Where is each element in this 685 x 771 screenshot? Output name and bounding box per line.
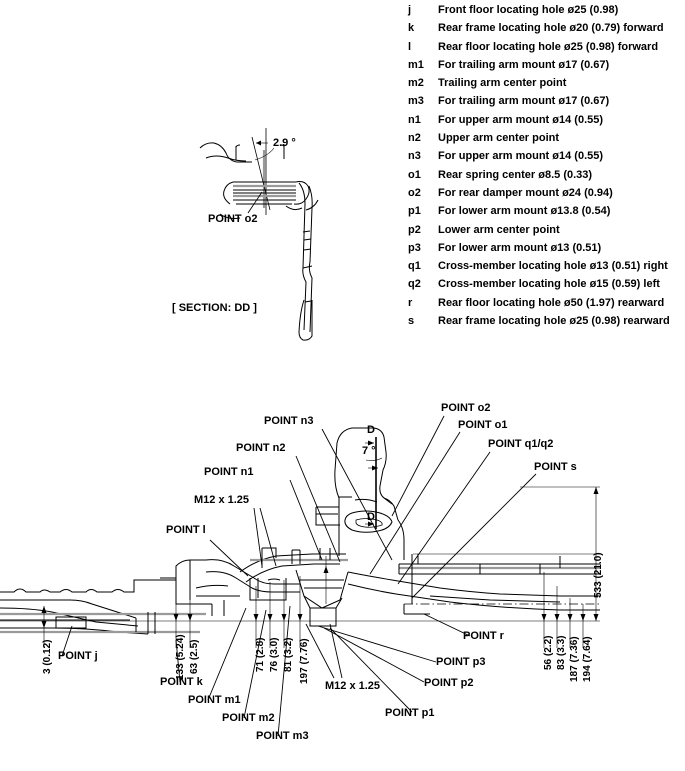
dimension-194: 194 (7.64) (582, 636, 593, 682)
legend-description: Trailing arm center point (438, 77, 567, 90)
section-angle-label: 2.9 ° (273, 137, 296, 149)
legend-key: p3 (408, 241, 421, 254)
legend-description: Cross-member locating hole ø15 (0.59) le… (438, 278, 660, 291)
dimension-56: 56 (2.2) (543, 635, 554, 670)
main-label-point-m1: POINT m1 (188, 694, 241, 706)
section-mark-d-top: D (367, 424, 375, 436)
section-mark-d-bottom: D (367, 511, 375, 523)
dimension-63: 63 (2.5) (189, 639, 200, 674)
legend-key: q2 (408, 278, 421, 291)
main-label-point-r: POINT r (463, 630, 504, 642)
legend-row: p2 Lower arm center point (408, 224, 685, 242)
legend-key: o1 (408, 168, 421, 181)
legend-key: p2 (408, 223, 421, 236)
main-label-point-o1: POINT o1 (458, 419, 508, 431)
main-label-point-k: POINT k (160, 676, 203, 688)
legend-description: Rear floor locating hole ø50 (1.97) rear… (438, 296, 665, 309)
legend-key: p1 (408, 205, 421, 218)
main-label-point-s: POINT s (534, 461, 577, 473)
dimension-187: 187 (7.36) (569, 636, 580, 682)
legend-key: m2 (408, 77, 424, 90)
section-point-o2-label: POINT o2 (208, 213, 258, 225)
legend-description: Lower arm center point (438, 223, 560, 236)
legend-row: n1 For upper arm mount ø14 (0.55) (408, 114, 685, 132)
legend-description: For trailing arm mount ø17 (0.67) (438, 95, 610, 108)
legend-description: For rear damper mount ø24 (0.94) (438, 186, 613, 199)
main-label-point-m2: POINT m2 (222, 712, 275, 724)
legend-row: q2 Cross-member locating hole ø15 (0.59)… (408, 278, 685, 296)
legend-row: q1 Cross-member locating hole ø13 (0.51)… (408, 260, 685, 278)
dimension-197: 197 (7.76) (299, 638, 310, 684)
section-dd-title: [ SECTION: DD ] (172, 302, 257, 314)
dimension-533: 533 (21.0) (593, 552, 604, 598)
main-label-point-p1: POINT p1 (385, 707, 435, 719)
legend-row: o1 Rear spring center ø8.5 (0.33) (408, 169, 685, 187)
legend-row: r Rear floor locating hole ø50 (1.97) re… (408, 297, 685, 315)
main-label-point-j: POINT j (58, 650, 98, 662)
legend-row: n2 Upper arm center point (408, 132, 685, 150)
legend-key: s (408, 315, 415, 328)
main-label-thread-center: M12 x 1.25 (325, 680, 381, 692)
legend-description: For lower arm mount ø13 (0.51) (438, 241, 602, 254)
legend-description: Front floor locating hole ø25 (0.98) (438, 4, 619, 16)
legend-description: For upper arm mount ø14 (0.55) (438, 113, 604, 126)
legend-description: For trailing arm mount ø17 (0.67) (438, 58, 610, 71)
legend-key: m1 (408, 58, 424, 71)
main-angle-label: 7 ° (362, 445, 376, 457)
legend-description: Rear floor locating hole ø25 (0.98) forw… (438, 40, 659, 53)
main-label-point-q: POINT q1/q2 (488, 438, 554, 450)
legend-key: l (408, 40, 412, 53)
legend-row: n3 For upper arm mount ø14 (0.55) (408, 150, 685, 168)
legend-row: s Rear frame locating hole ø25 (0.98) re… (408, 315, 685, 333)
legend-key: k (408, 22, 415, 35)
legend-key: j (408, 4, 412, 16)
legend-description: Cross-member locating hole ø13 (0.51) ri… (438, 260, 668, 273)
main-label-point-l: POINT l (166, 524, 206, 536)
legend-key: o2 (408, 186, 421, 199)
dimension-76: 76 (3.0) (269, 637, 280, 672)
legend-row: m1 For trailing arm mount ø17 (0.67) (408, 59, 685, 77)
legend-description: Rear frame locating hole ø20 (0.79) forw… (438, 22, 664, 35)
legend-description: For lower arm mount ø13.8 (0.54) (438, 205, 611, 218)
legend-row: l Rear floor locating hole ø25 (0.98) fo… (408, 41, 685, 59)
legend-description: For upper arm mount ø14 (0.55) (438, 150, 604, 163)
main-label-point-o2: POINT o2 (441, 402, 491, 414)
dimension-133: 133 (5.24) (175, 634, 186, 680)
legend-row: k Rear frame locating hole ø20 (0.79) fo… (408, 22, 685, 40)
legend-key: n2 (408, 132, 421, 145)
main-label-point-p2: POINT p2 (424, 677, 474, 689)
legend-key: r (408, 296, 413, 309)
legend-row: o2 For rear damper mount ø24 (0.94) (408, 187, 685, 205)
legend-row: p1 For lower arm mount ø13.8 (0.54) (408, 205, 685, 223)
main-label-thread-left: M12 x 1.25 (194, 494, 250, 506)
legend-key: n3 (408, 150, 421, 163)
legend-description: Upper arm center point (438, 132, 560, 145)
legend-description: Rear frame locating hole ø25 (0.98) rear… (438, 315, 670, 328)
dimension-71: 71 (2.8) (255, 637, 266, 672)
legend-key: q1 (408, 260, 421, 273)
legend-list: j Front floor locating hole ø25 (0.98) k… (408, 4, 685, 333)
main-label-point-n2: POINT n2 (236, 442, 286, 454)
legend-row: j Front floor locating hole ø25 (0.98) (408, 4, 685, 22)
main-label-point-p3: POINT p3 (436, 656, 486, 668)
main-label-point-m3: POINT m3 (256, 730, 309, 742)
legend-key: m3 (408, 95, 424, 108)
dimension-3: 3 (0.12) (42, 639, 53, 674)
dimension-83: 83 (3.3) (556, 635, 567, 670)
legend-key: n1 (408, 113, 421, 126)
legend-description: Rear spring center ø8.5 (0.33) (438, 168, 593, 181)
dimension-81: 81 (3.2) (283, 637, 294, 672)
legend-row: p3 For lower arm mount ø13 (0.51) (408, 242, 685, 260)
main-label-point-n3: POINT n3 (264, 415, 314, 427)
legend-row: m3 For trailing arm mount ø17 (0.67) (408, 95, 685, 113)
legend-row: m2 Trailing arm center point (408, 77, 685, 95)
main-label-point-n1: POINT n1 (204, 466, 254, 478)
